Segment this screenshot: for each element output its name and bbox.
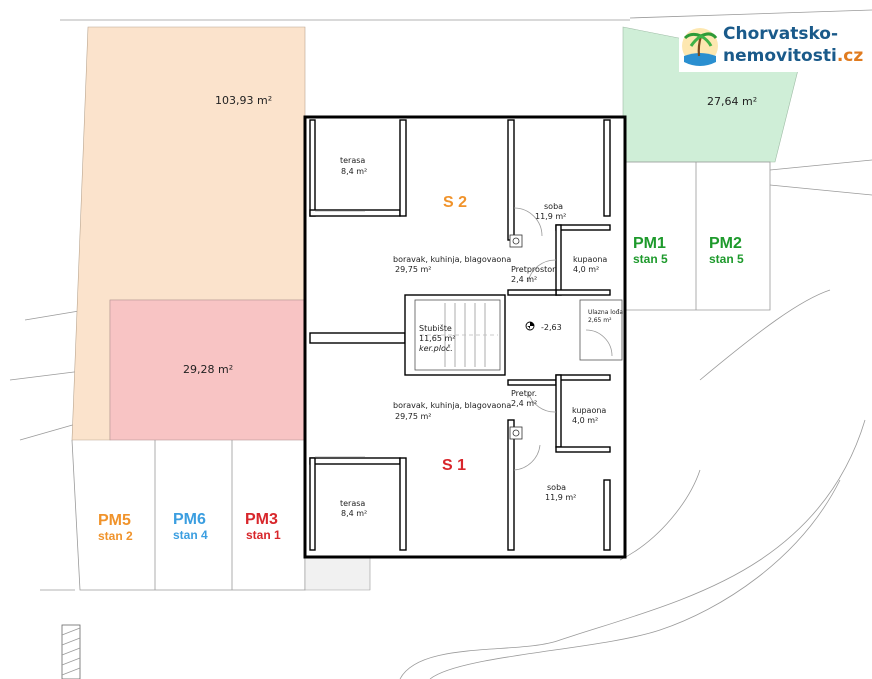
s2-bath-name: kupaona: [573, 255, 607, 264]
s1-hall-name: Pretpr.: [511, 389, 537, 398]
pm1-label: PM1: [633, 235, 666, 252]
s2-soba-area: 11,9 m²: [535, 212, 566, 221]
s1-bath-name: kupaona: [572, 406, 606, 415]
s2-terasa-area: 8,4 m²: [341, 167, 367, 176]
entry-name: Ulazna lođa: [588, 309, 623, 316]
pm6-label: PM6: [173, 511, 206, 528]
plot-area-red: [109, 299, 306, 441]
s2-living-area: 29,75 m²: [395, 265, 431, 274]
s2-terasa-name: terasa: [340, 156, 365, 165]
stair-area: 11,65 m²: [419, 334, 455, 343]
pm2-unit: stan 5: [709, 252, 744, 266]
stair-name: Stubište: [419, 323, 452, 333]
pm3-unit: stan 1: [246, 528, 281, 542]
door-swings: [315, 207, 613, 471]
pm3-label: PM3: [245, 511, 278, 528]
s2-soba-name: soba: [544, 202, 563, 211]
pm2-label: PM2: [709, 235, 742, 252]
s2-hall-name: Pretprostor: [511, 265, 556, 274]
stair-steps: [420, 303, 498, 367]
level-value: -2,63: [541, 323, 562, 332]
s1-soba-area: 11,9 m²: [545, 493, 576, 502]
stair-note: ker.ploč.: [419, 343, 453, 353]
plot-area-orange-label: 103,93 m²: [215, 94, 272, 107]
plot-area-green-label: 27,64 m²: [707, 95, 757, 108]
s1-living-area: 29,75 m²: [395, 412, 431, 421]
pm5-label: PM5: [98, 512, 131, 529]
s1-living-name: boravak, kuhinja, blagovaona: [393, 401, 511, 410]
unit-s2-label: S 2: [443, 194, 467, 211]
s1-bath-area: 4,0 m²: [572, 416, 598, 425]
pm6-unit: stan 4: [173, 528, 208, 542]
s1-hall-area: 2,4 m²: [511, 399, 537, 408]
palm-island-icon: [682, 28, 718, 66]
pm1-unit: stan 5: [633, 252, 668, 266]
logo-line1: Chorvatsko-: [723, 24, 839, 44]
level-marker-icon: [525, 321, 535, 331]
s2-living-name: boravak, kuhinja, blagovaona: [393, 255, 511, 264]
pm5-unit: stan 2: [98, 529, 133, 543]
brand-logo[interactable]: Chorvatsko- nemovitosti.cz: [679, 22, 863, 72]
s2-bath-area: 4,0 m²: [573, 265, 599, 274]
s2-hall-area: 2,4 m²: [511, 275, 537, 284]
entry-area: 2,65 m²: [588, 317, 612, 324]
unit-s1-label: S 1: [442, 457, 466, 474]
logo-name: nemovitosti: [723, 46, 837, 66]
s1-terasa-name: terasa: [340, 499, 365, 508]
s1-terasa-area: 8,4 m²: [341, 509, 367, 518]
plot-lines: [9, 9, 872, 679]
s1-soba-name: soba: [547, 483, 566, 492]
logo-tld: .cz: [836, 46, 864, 66]
logo-line2: nemovitosti.cz: [723, 46, 863, 66]
plot-area-red-label: 29,28 m²: [183, 363, 233, 376]
